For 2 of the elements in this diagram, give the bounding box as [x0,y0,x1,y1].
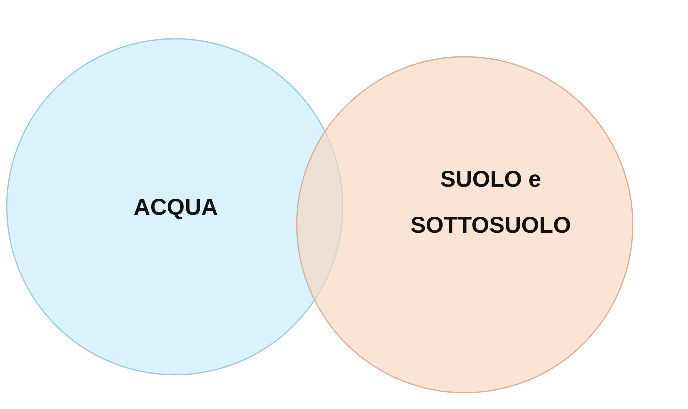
set-label: SUOLO e SOTTOSUOLO [410,165,572,240]
set-label: ACQUA [132,193,220,222]
